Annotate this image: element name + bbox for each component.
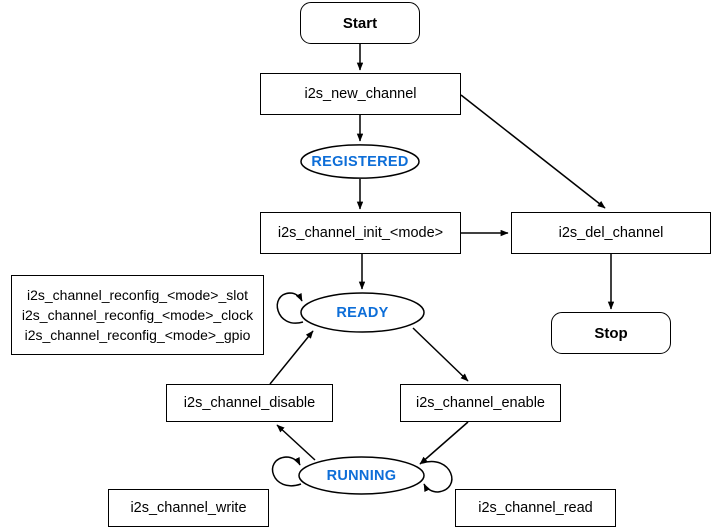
node-i2s-new-channel[interactable]: i2s_new_channel (260, 73, 461, 115)
node-i2s-channel-enable[interactable]: i2s_channel_enable (400, 384, 561, 422)
node-stop-label: Stop (594, 324, 628, 342)
edge-enable-to-running (419, 421, 469, 465)
node-registered-shape (300, 144, 420, 179)
node-i2s-channel-write[interactable]: i2s_channel_write (108, 489, 269, 527)
node-i2s-channel-init-label: i2s_channel_init_<mode> (277, 224, 444, 241)
edge-new-channel-to-del-channel (460, 94, 606, 209)
node-i2s-channel-read[interactable]: i2s_channel_read (455, 489, 616, 527)
node-start[interactable]: Start (300, 2, 420, 44)
node-i2s-channel-reconfig[interactable]: i2s_channel_reconfig_<mode>_slot i2s_cha… (11, 275, 264, 355)
node-i2s-channel-enable-label: i2s_channel_enable (416, 394, 545, 411)
node-i2s-new-channel-label: i2s_new_channel (304, 85, 417, 102)
node-stop[interactable]: Stop (551, 312, 671, 354)
node-ready-shape (300, 292, 425, 333)
reconfig-line-slot: i2s_channel_reconfig_<mode>_slot (26, 286, 249, 303)
node-start-label: Start (342, 14, 378, 32)
node-i2s-del-channel[interactable]: i2s_del_channel (511, 212, 711, 254)
node-i2s-channel-write-label: i2s_channel_write (130, 499, 247, 516)
node-i2s-channel-init[interactable]: i2s_channel_init_<mode> (260, 212, 461, 254)
reconfig-line-gpio: i2s_channel_reconfig_<mode>_gpio (24, 327, 251, 344)
node-i2s-channel-disable[interactable]: i2s_channel_disable (166, 384, 333, 422)
edge-running-self-loop-right (421, 460, 453, 493)
edge-disable-to-ready (269, 330, 314, 385)
edge-running-self-loop-left (271, 456, 302, 487)
edge-ready-to-enable (412, 327, 469, 382)
edge-running-to-disable (276, 424, 316, 461)
node-i2s-del-channel-label: i2s_del_channel (558, 224, 664, 241)
node-i2s-channel-disable-label: i2s_channel_disable (183, 394, 316, 411)
node-i2s-channel-read-label: i2s_channel_read (478, 499, 593, 516)
node-running-shape (298, 456, 425, 495)
reconfig-line-clock: i2s_channel_reconfig_<mode>_clock (21, 306, 254, 323)
